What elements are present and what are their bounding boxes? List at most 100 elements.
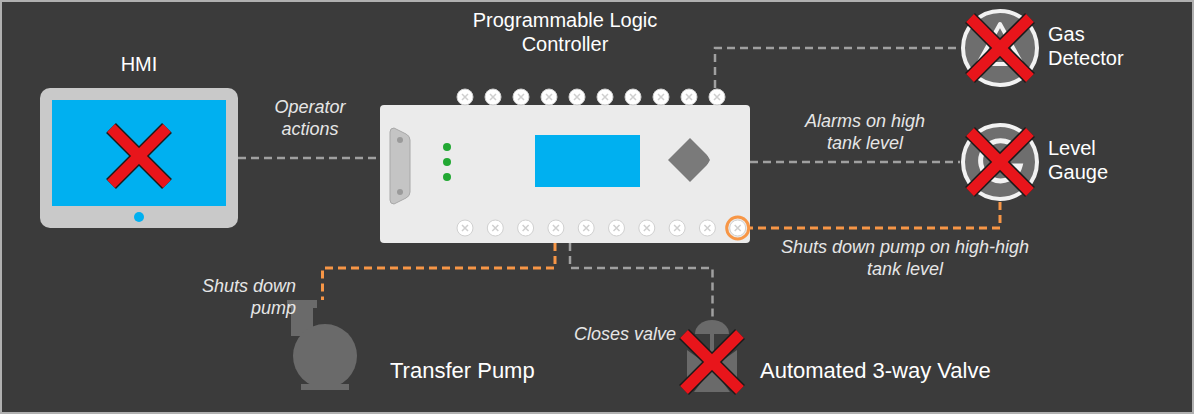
edge-label: Alarms on high tank level	[790, 110, 940, 154]
terminal-screw	[704, 225, 710, 231]
monitor-screen	[52, 100, 226, 206]
gas-detector: Gas Detector	[960, 8, 1040, 88]
serial-port	[390, 128, 410, 204]
cross-stroke	[111, 128, 167, 184]
cross-stroke	[970, 132, 1030, 192]
port-screw	[397, 189, 403, 195]
monitor-body	[40, 88, 238, 228]
terminal	[548, 220, 564, 236]
gas-icon	[960, 8, 1040, 88]
level-icon	[960, 122, 1040, 202]
terminal	[709, 89, 725, 105]
terminal-screw	[553, 225, 559, 231]
terminal-screw	[714, 94, 720, 100]
signal-line	[749, 202, 1000, 228]
terminal-screw	[658, 94, 664, 100]
terminal	[487, 220, 503, 236]
cross-outline	[684, 334, 740, 390]
terminal	[625, 89, 641, 105]
terminal-screw	[518, 94, 524, 100]
terminal	[609, 220, 625, 236]
terminal-screw	[462, 94, 468, 100]
terminal	[653, 89, 669, 105]
terminal-screw	[546, 94, 552, 100]
terminal	[681, 89, 697, 105]
pump-base	[301, 384, 349, 390]
terminal-screw	[462, 225, 468, 231]
hmi-icon	[40, 88, 238, 228]
terminal-screw	[602, 94, 608, 100]
status-led	[443, 158, 451, 166]
port-screw	[397, 137, 403, 143]
terminal-screw	[686, 94, 692, 100]
cross-stroke	[684, 334, 740, 390]
red-cross	[684, 334, 740, 390]
cross-outline	[111, 128, 167, 184]
terminal-screw	[583, 225, 589, 231]
edge-label: Shuts down pump	[178, 275, 296, 319]
terminal	[513, 89, 529, 105]
terminal	[518, 220, 534, 236]
terminal-screw	[735, 225, 741, 231]
terminal	[730, 220, 746, 236]
node-label: Transfer Pump	[390, 358, 535, 384]
cross-outline	[111, 128, 167, 184]
brand-diamond	[668, 138, 712, 182]
node-label: HMI	[40, 52, 238, 76]
level-gauge: Level Gauge	[960, 122, 1040, 202]
node-label: Automated 3-way Valve	[760, 358, 991, 384]
terminal-screw	[674, 225, 680, 231]
cross-stroke	[970, 18, 1030, 78]
red-cross	[970, 132, 1030, 192]
terminal	[699, 220, 715, 236]
gauge-circle	[963, 125, 1037, 199]
cross-outline	[970, 132, 1030, 192]
edge-label: Shuts down pump on high-high tank level	[780, 236, 1030, 280]
terminal	[541, 89, 557, 105]
terminal-screw	[523, 225, 529, 231]
signal-line	[570, 243, 713, 318]
plc-display	[535, 135, 640, 187]
status-led	[443, 173, 451, 181]
cross-outline	[970, 18, 1030, 78]
terminal-screw	[492, 225, 498, 231]
signal-line	[323, 243, 556, 300]
cross-outline	[970, 18, 1030, 78]
three-way-valve: Automated 3-way Valve	[685, 318, 740, 392]
terminal	[457, 220, 473, 236]
pump-casing	[293, 324, 357, 388]
signal-line	[238, 157, 380, 160]
cross-stroke	[684, 334, 740, 390]
plc-body	[380, 105, 750, 243]
cross-stroke	[111, 128, 167, 184]
terminal	[639, 220, 655, 236]
cross-outline	[970, 132, 1030, 192]
cross-stroke	[970, 18, 1030, 78]
terminal	[597, 89, 613, 105]
terminal	[669, 220, 685, 236]
signal-line	[750, 161, 960, 164]
cross-outline	[684, 334, 740, 390]
highlight-ring	[727, 217, 749, 239]
terminal	[485, 89, 501, 105]
node-label: Gas Detector	[1048, 22, 1148, 70]
pump-icon	[287, 300, 362, 390]
node-label: Programmable Logic Controller	[445, 8, 685, 56]
valve-actuator	[695, 320, 729, 334]
terminal-screw	[490, 94, 496, 100]
terminal	[578, 220, 594, 236]
brand-chevron	[698, 138, 720, 182]
node-label: Level Gauge	[1048, 136, 1148, 184]
valve-icon	[685, 318, 740, 392]
terminal-screw	[614, 225, 620, 231]
transfer-pump: Transfer Pump	[287, 300, 362, 390]
status-led	[443, 143, 451, 151]
plc-icon	[380, 88, 750, 243]
red-cross	[111, 128, 167, 184]
terminal-screw	[574, 94, 580, 100]
terminal	[457, 89, 473, 105]
hmi-screen: HMI	[40, 88, 238, 228]
red-cross	[970, 18, 1030, 78]
